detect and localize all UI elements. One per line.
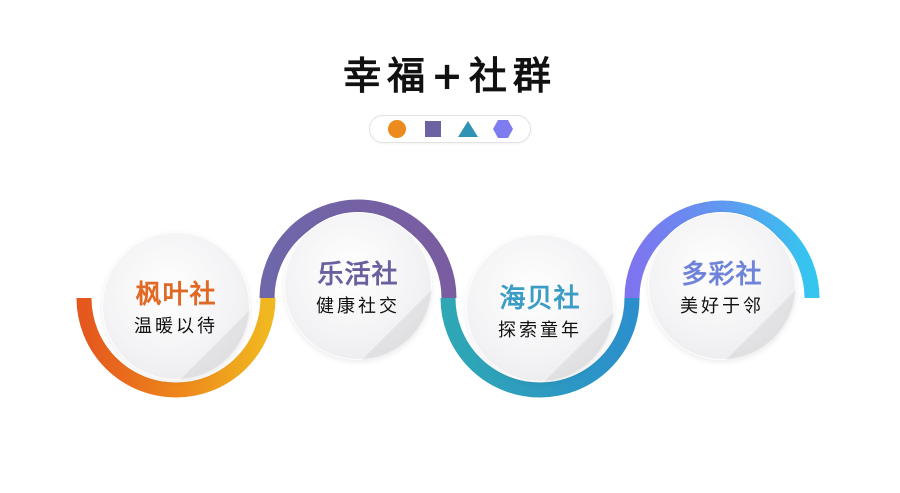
arc-seashell <box>440 297 640 398</box>
community-node-seashell: 海贝社 探索童年 <box>466 234 614 382</box>
community-node-maple: 枫叶社 温暖以待 <box>102 232 250 380</box>
page-title: 幸福+社群 <box>343 54 557 98</box>
community-title: 海贝社 <box>499 284 581 314</box>
community-node-lohas: 乐活社 健康社交 <box>284 212 432 360</box>
community-title: 枫叶社 <box>135 280 217 310</box>
community-slogan: 健康社交 <box>316 296 400 317</box>
community-node-colorful: 多彩社 美好于邻 <box>648 212 796 360</box>
community-slogan: 温暖以待 <box>134 316 218 337</box>
arc-colorful <box>624 200 820 299</box>
teal-triangle-icon <box>458 121 478 137</box>
arc-lohas <box>259 199 457 299</box>
community-title: 乐活社 <box>317 260 399 290</box>
arc-maple <box>76 297 276 398</box>
community-slogan: 美好于邻 <box>680 296 764 317</box>
community-slogan: 探索童年 <box>498 320 582 341</box>
violet-hexagon-icon <box>493 120 513 138</box>
community-title: 多彩社 <box>681 260 763 290</box>
purple-square-icon <box>425 121 441 137</box>
orange-circle-icon <box>388 120 406 138</box>
shape-legend <box>369 115 531 143</box>
